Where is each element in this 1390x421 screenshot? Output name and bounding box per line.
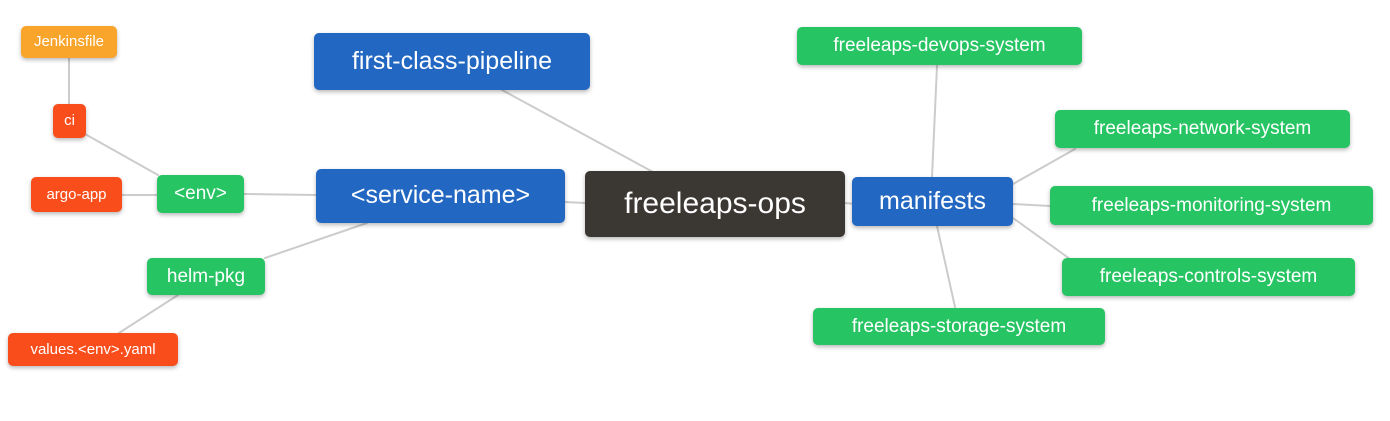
node-manifests[interactable]: manifests: [852, 177, 1013, 226]
node-freeleaps-devops-system[interactable]: freeleaps-devops-system: [797, 27, 1082, 65]
node-helm-pkg[interactable]: helm-pkg: [147, 258, 265, 295]
node-values-env-yaml[interactable]: values.<env>.yaml: [8, 333, 178, 366]
edge-manifests-to-freeleaps-storage-system: [936, 225, 956, 308]
node-freeleaps-controls-system[interactable]: freeleaps-controls-system: [1062, 258, 1355, 296]
node-label-jenkinsfile: Jenkinsfile: [33, 33, 105, 50]
node-label-freeleaps-devops-system: freeleaps-devops-system: [833, 35, 1046, 56]
node-freeleaps-network-system[interactable]: freeleaps-network-system: [1055, 110, 1350, 148]
node-freeleaps-monitoring-system[interactable]: freeleaps-monitoring-system: [1050, 186, 1373, 225]
node-label-freeleaps-network-system: freeleaps-network-system: [1093, 118, 1312, 139]
node-freeleaps-ops[interactable]: freeleaps-ops: [585, 171, 845, 237]
node-label-freeleaps-storage-system: freeleaps-storage-system: [851, 315, 1067, 337]
edge-service-name-to-freeleaps-ops: [564, 201, 586, 204]
node-label-env: <env>: [174, 183, 227, 204]
node-first-class-pipeline[interactable]: first-class-pipeline: [314, 33, 590, 90]
edge-helm-pkg-to-values-env-yaml: [118, 294, 179, 334]
edge-manifests-to-freeleaps-devops-system: [931, 65, 938, 178]
node-label-freeleaps-monitoring-system: freeleaps-monitoring-system: [1091, 194, 1332, 216]
node-ci[interactable]: ci: [53, 104, 86, 138]
node-label-ci: ci: [64, 112, 75, 129]
node-service-name[interactable]: <service-name>: [316, 169, 565, 223]
edge-manifests-to-freeleaps-network-system: [1012, 148, 1076, 185]
node-argo-app[interactable]: argo-app: [31, 177, 122, 212]
node-label-manifests: manifests: [879, 186, 986, 215]
edge-env-to-service-name: [243, 193, 317, 196]
node-label-values-env-yaml: values.<env>.yaml: [30, 340, 156, 358]
node-label-first-class-pipeline: first-class-pipeline: [351, 46, 553, 75]
node-freeleaps-storage-system[interactable]: freeleaps-storage-system: [813, 308, 1105, 345]
node-label-argo-app: argo-app: [46, 185, 107, 203]
node-env[interactable]: <env>: [157, 175, 244, 213]
edge-first-class-pipeline-to-freeleaps-ops: [501, 89, 654, 173]
edge-ci-to-env: [84, 133, 159, 176]
node-jenkinsfile[interactable]: Jenkinsfile: [21, 26, 117, 58]
edge-manifests-to-freeleaps-monitoring-system: [1012, 203, 1051, 207]
edge-service-name-to-helm-pkg: [264, 222, 368, 259]
node-label-freeleaps-controls-system: freeleaps-controls-system: [1099, 266, 1318, 287]
node-label-freeleaps-ops: freeleaps-ops: [624, 186, 806, 220]
node-label-helm-pkg: helm-pkg: [166, 265, 246, 287]
node-label-service-name: <service-name>: [350, 181, 531, 209]
